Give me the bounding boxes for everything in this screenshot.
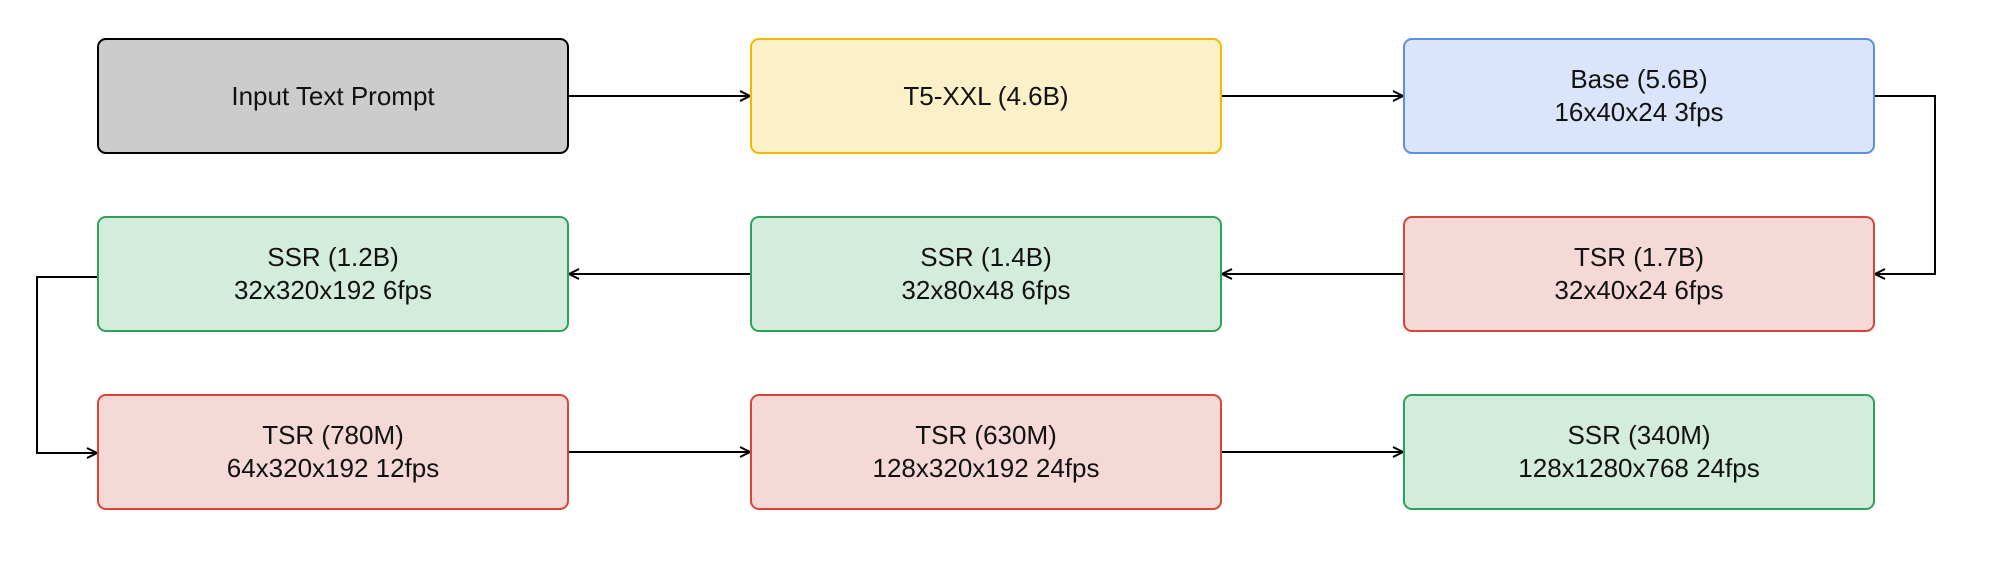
tsr-630m-node: TSR (630M) 128x320x192 24fps: [750, 394, 1222, 510]
node-resolution: 32x80x48 6fps: [901, 275, 1071, 305]
node-label: Input Text Prompt: [231, 80, 435, 111]
ssr-340m-node: SSR (340M) 128x1280x768 24fps: [1403, 394, 1875, 510]
node-resolution: 32x40x24 6fps: [1554, 275, 1724, 305]
tsr-780m-node: TSR (780M) 64x320x192 12fps: [97, 394, 569, 510]
node-label: SSR (1.4B): [920, 242, 1052, 272]
node-resolution: 64x320x192 12fps: [226, 453, 440, 483]
tsr-1-7b-node: TSR (1.7B) 32x40x24 6fps: [1403, 216, 1875, 332]
ssr-1-2b-node: SSR (1.2B) 32x320x192 6fps: [97, 216, 569, 332]
node-resolution: 32x320x192 6fps: [233, 275, 433, 305]
node-label: SSR (1.2B): [267, 242, 399, 272]
input-text-prompt-node: Input Text Prompt: [97, 38, 569, 154]
node-label: TSR (1.7B): [1573, 242, 1705, 272]
arrow-ssr12-to-tsr780: [36, 276, 97, 453]
base-model-node: Base (5.6B) 16x40x24 3fps: [1403, 38, 1875, 154]
t5-xxl-node: T5-XXL (4.6B): [750, 38, 1222, 154]
node-resolution: 128x320x192 24fps: [872, 453, 1100, 483]
node-label: T5-XXL (4.6B): [903, 80, 1069, 111]
ssr-1-4b-node: SSR (1.4B) 32x80x48 6fps: [750, 216, 1222, 332]
arrow-base-to-tsr17: [1875, 95, 1936, 274]
node-label: TSR (780M): [262, 420, 404, 450]
node-resolution: 16x40x24 3fps: [1554, 97, 1724, 127]
node-label: SSR (340M): [1567, 420, 1711, 450]
node-label: Base (5.6B): [1570, 64, 1708, 94]
node-resolution: 128x1280x768 24fps: [1518, 453, 1760, 483]
node-label: TSR (630M): [915, 420, 1057, 450]
